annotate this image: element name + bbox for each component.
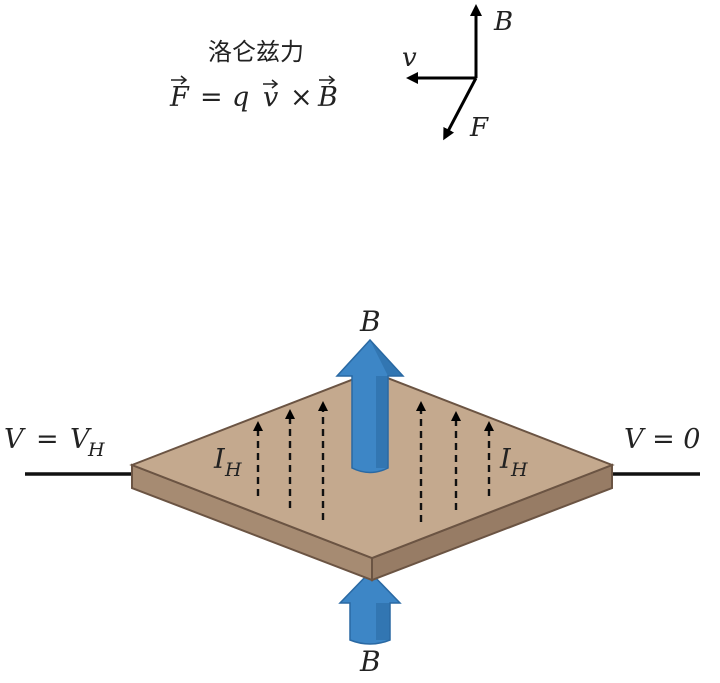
formula-F: F bbox=[169, 82, 190, 113]
ih-right: I bbox=[499, 444, 512, 475]
left-eq: = bbox=[36, 424, 59, 455]
f-vector bbox=[443, 77, 478, 141]
formula-eq: = bbox=[200, 82, 223, 113]
zhihu-watermark: 知乎 @ bbox=[494, 633, 550, 653]
formula-B-arrow bbox=[319, 75, 336, 85]
b-bottom-label: B bbox=[359, 645, 381, 678]
left-voltage-label: V = V H bbox=[4, 424, 105, 461]
vector-f-label: F bbox=[469, 113, 489, 143]
ih-right-sub: H bbox=[510, 459, 528, 481]
toutiao-watermark: 头条 @李工谈元器件 bbox=[538, 652, 696, 672]
lorentz-formula: F = q v × B bbox=[169, 75, 338, 113]
left-vh-sub: H bbox=[87, 439, 105, 461]
formula-q: q bbox=[232, 82, 249, 113]
ih-left: I bbox=[213, 444, 226, 475]
formula-times: × bbox=[290, 82, 313, 113]
vector-diagram: B v F bbox=[402, 4, 513, 143]
ih-right-label: I H bbox=[499, 444, 528, 481]
formula-v: v bbox=[263, 82, 278, 113]
ih-left-label: I H bbox=[213, 444, 242, 481]
vector-b-label: B bbox=[493, 7, 513, 37]
semiconductor-plate bbox=[129, 370, 615, 582]
formula-B: B bbox=[317, 82, 338, 113]
b-arrow-top bbox=[335, 338, 405, 474]
right-voltage-label: V = 0 bbox=[624, 424, 700, 455]
ih-left-sub: H bbox=[224, 459, 242, 481]
left-vh: V bbox=[70, 424, 92, 455]
b-arrow-bottom bbox=[338, 570, 402, 645]
vector-v-label: v bbox=[402, 43, 417, 73]
title: 洛仑兹力 bbox=[208, 38, 304, 66]
formula-v-arrow bbox=[263, 79, 279, 89]
b-top-label: B bbox=[359, 305, 381, 338]
current-arrows bbox=[253, 401, 494, 522]
formula-F-arrow bbox=[171, 75, 188, 85]
left-v: V bbox=[4, 424, 26, 455]
